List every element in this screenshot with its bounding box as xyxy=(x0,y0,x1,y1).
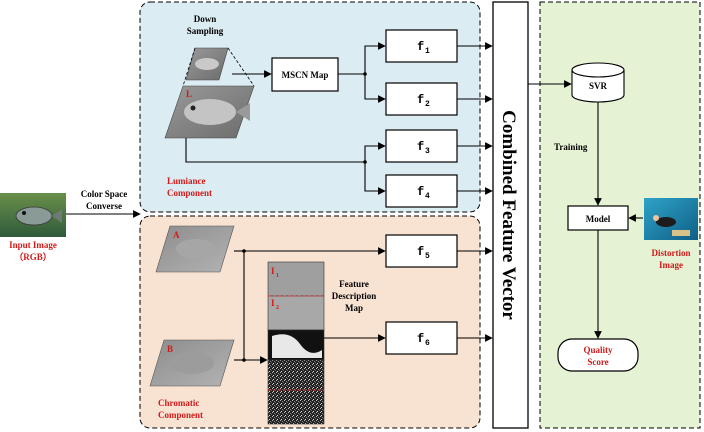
input-title: Input Image xyxy=(9,240,57,250)
feature-box-1 xyxy=(385,29,458,63)
svr-label: SVR xyxy=(589,81,608,91)
arrow-to-f4 xyxy=(364,162,386,195)
downsampled-luminance-image xyxy=(185,47,229,81)
chromatic-label-line2: Component xyxy=(158,410,203,420)
conversion-line2: Converse xyxy=(86,201,122,211)
model-label: Model xyxy=(586,214,611,224)
luminance-channel-label: L xyxy=(186,89,192,99)
feature-description-map xyxy=(267,261,325,425)
training-label: Training xyxy=(554,142,588,152)
chromatic-a-label: A xyxy=(173,230,180,240)
input-image xyxy=(0,193,66,237)
luminance-label-line1: Lumiance xyxy=(167,176,206,186)
feature-label-3: f xyxy=(417,140,424,154)
feature-label-5: f xyxy=(417,245,424,259)
distortion-line2: Image xyxy=(659,260,683,270)
input-subtitle: （RGB） xyxy=(14,252,52,262)
distortion-image xyxy=(644,198,698,240)
strip-label-2: I xyxy=(271,298,275,308)
fdm-line1: Feature xyxy=(339,279,369,289)
downsample-line2: Sampling xyxy=(187,26,224,36)
chromatic-label-line1: Chromatic xyxy=(158,398,199,408)
feature-box-6 xyxy=(385,321,458,355)
strip-sub-2: 2 xyxy=(276,305,279,311)
fdm-line2: Description xyxy=(332,291,377,301)
feature-sub-2: 2 xyxy=(425,100,430,109)
feature-box-5 xyxy=(385,234,458,268)
feature-label-2: f xyxy=(417,93,424,107)
feature-sub-4: 4 xyxy=(425,192,430,201)
quality-score-box xyxy=(557,338,639,372)
feature-sub-5: 5 xyxy=(425,252,430,261)
fdm-line3: Map xyxy=(345,303,363,313)
quality-line1: Quality xyxy=(583,345,613,355)
arrow-to-f3 xyxy=(364,142,386,162)
strip-label-1: I xyxy=(271,266,275,276)
arrow-to-f1 xyxy=(364,42,386,74)
downsample-line1: Down xyxy=(194,14,217,24)
feature-label-1: f xyxy=(417,40,424,54)
luminance-image xyxy=(164,85,255,139)
chromatic-b-image xyxy=(149,339,235,387)
luminance-direct-line xyxy=(185,138,365,163)
model-box xyxy=(567,205,629,231)
feature-sub-6: 6 xyxy=(425,339,430,348)
combined-vector-box xyxy=(492,1,529,429)
feature-sub-1: 1 xyxy=(425,47,430,56)
distortion-line1: Distortion xyxy=(652,248,691,258)
mscn-label: MSCN Map xyxy=(282,70,329,80)
feature-box-3 xyxy=(385,129,458,163)
combined-vector-label: Combined Feature Vector xyxy=(498,110,519,320)
luminance-label-line2: Component xyxy=(167,188,212,198)
quality-line2: Score xyxy=(587,357,608,367)
arrow-to-f2 xyxy=(364,74,386,103)
chromatic-b-label: B xyxy=(167,344,173,354)
strip-sub-1: 1 xyxy=(276,273,279,279)
dashed-projection xyxy=(182,47,255,87)
feature-label-4: f xyxy=(417,185,424,199)
feature-sub-3: 3 xyxy=(425,147,430,156)
conversion-line1: Color Space xyxy=(81,189,128,199)
chromatic-a-image xyxy=(155,225,235,273)
feature-label-6: f xyxy=(417,332,424,346)
